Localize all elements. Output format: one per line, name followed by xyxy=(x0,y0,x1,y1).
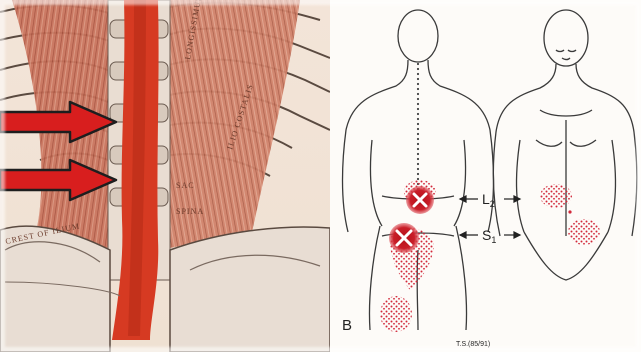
spine-dot xyxy=(417,158,419,160)
spine-dot xyxy=(417,143,419,145)
spine-dot xyxy=(417,63,419,65)
spine-dot xyxy=(417,83,419,85)
spine-dot xyxy=(417,148,419,150)
spine-dot xyxy=(417,108,419,110)
spine-dot xyxy=(417,123,419,125)
spine-dot xyxy=(417,68,419,70)
spine-dot xyxy=(417,78,419,80)
pain-zone-flank xyxy=(540,184,572,208)
spine-dot xyxy=(417,113,419,115)
spine-dot xyxy=(417,103,419,105)
right-pelvis xyxy=(170,227,330,352)
spine-dot xyxy=(417,73,419,75)
spine-dot xyxy=(417,98,419,100)
spina-text: SPINA xyxy=(176,207,204,216)
panel-a-anatomy: LONGISSIMUS ILIO COSTALIS SAC SPINA CRES… xyxy=(0,0,330,352)
pain-zone-thigh xyxy=(380,296,412,332)
spine-dot xyxy=(417,118,419,120)
spine-dot xyxy=(417,153,419,155)
sac-text: SAC xyxy=(176,181,195,190)
spine-dot xyxy=(417,163,419,165)
spine-dot xyxy=(417,168,419,170)
panel-b-letter: B xyxy=(342,317,352,334)
pain-zone-groin xyxy=(568,219,600,245)
x-mark xyxy=(406,186,434,214)
x-mark xyxy=(389,223,419,253)
spine-dot xyxy=(417,178,419,180)
spine-dot xyxy=(417,138,419,140)
spine-dot xyxy=(417,173,419,175)
spine-dot xyxy=(417,133,419,135)
spine-dot xyxy=(417,93,419,95)
spine-dot xyxy=(417,128,419,130)
figure-caption: T.S.(85/91) xyxy=(456,341,490,348)
spine-dot xyxy=(417,88,419,90)
panel-b-pain-pattern: L2 S1 B T.S.(85/91) xyxy=(330,0,641,352)
